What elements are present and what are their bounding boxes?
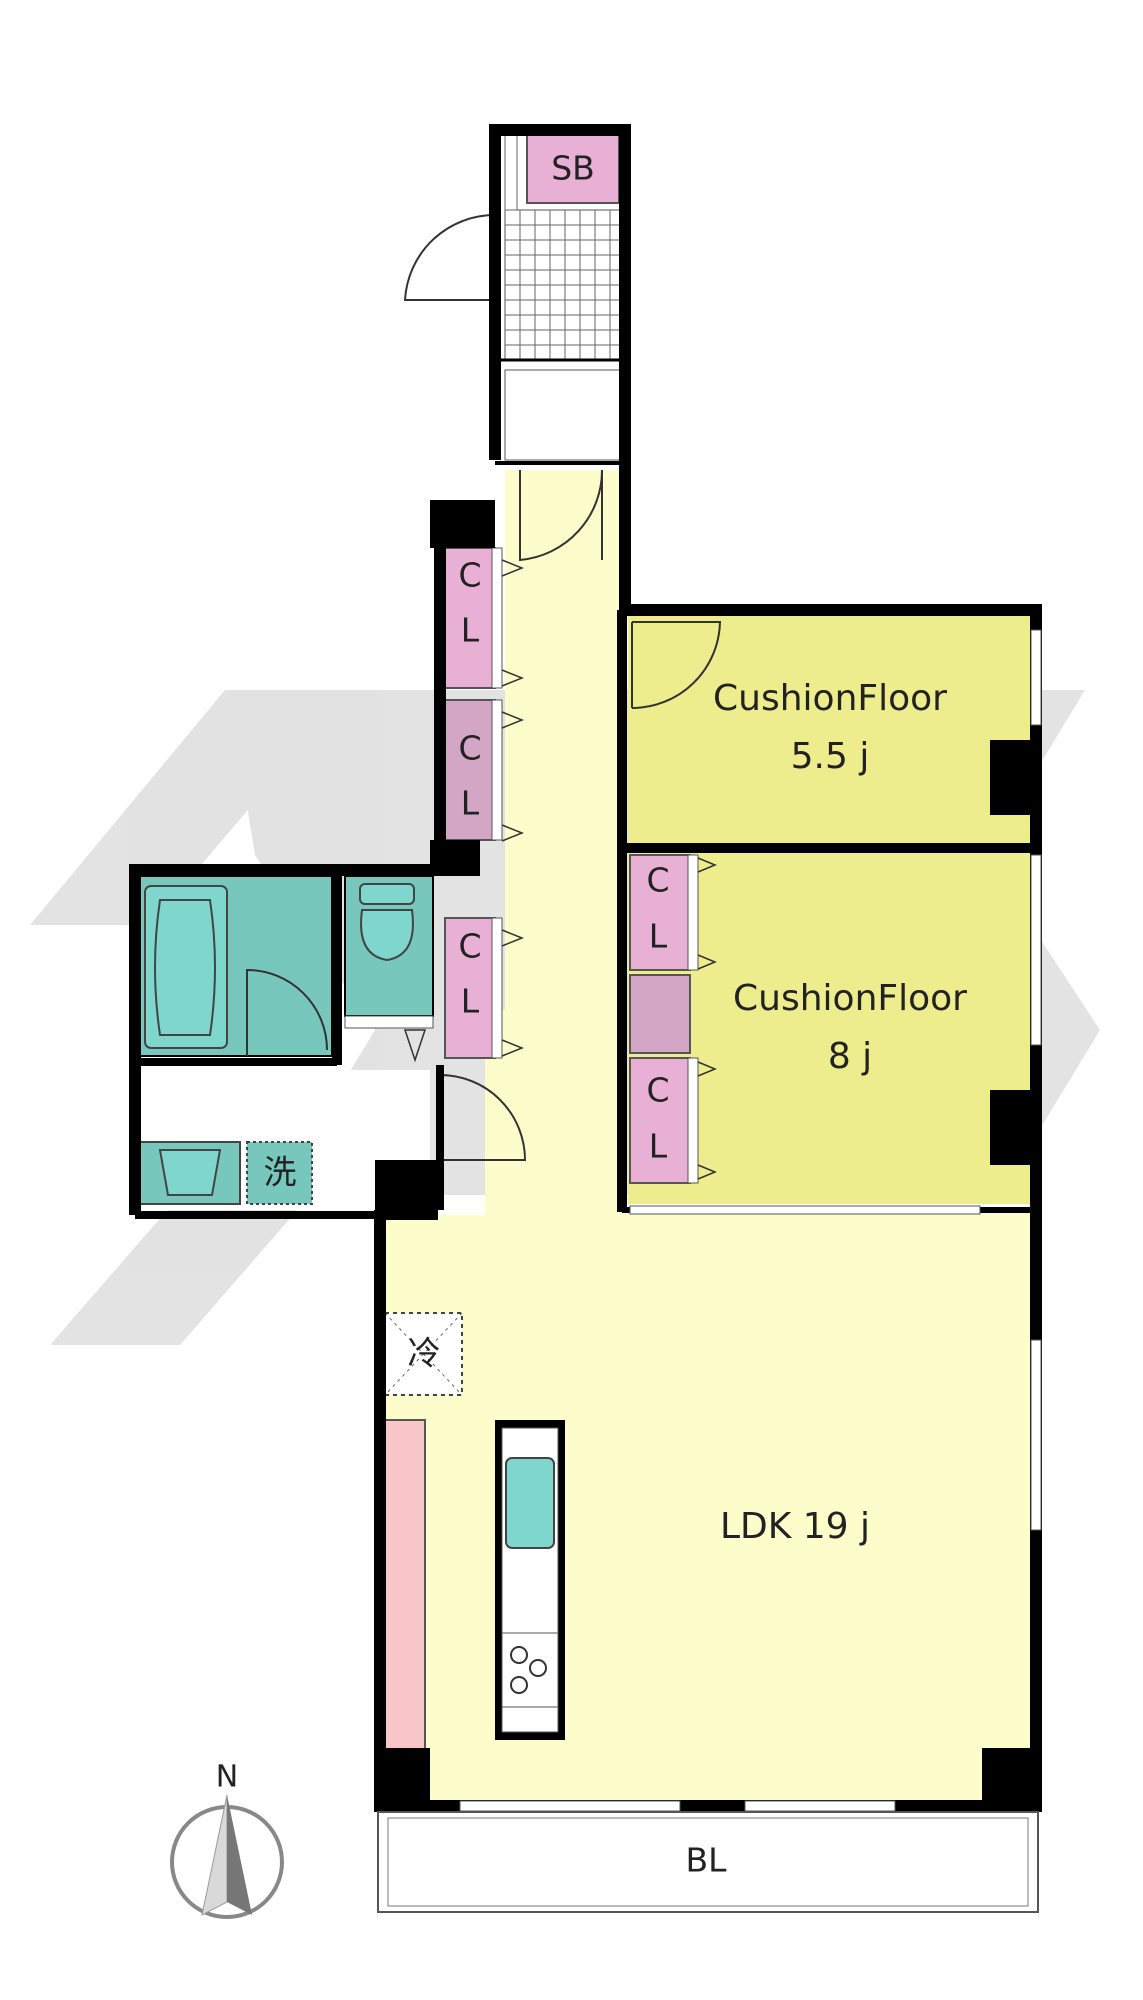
closet-2-c: C [458,729,481,768]
room-5-5-size: 5.5 j [791,736,870,777]
closet-4-c: C [646,861,669,900]
compass-north-icon: N [170,1760,284,1919]
room-5-5-name: CushionFloor [713,678,947,719]
closet-1-l: L [461,611,480,650]
room-ldk [385,1212,1030,1800]
balcony [377,1811,1039,1913]
closet-5-l: L [649,1127,668,1166]
compass-north-label: N [216,1760,238,1795]
washer-space [246,1141,313,1205]
ldk-label: LDK 19 j [720,1506,870,1547]
closet-5-c: C [646,1071,669,1110]
kitchen-island [495,1420,565,1740]
entrance-tile [504,134,621,361]
room-8-name: CushionFloor [733,978,967,1019]
storage-counter [384,1419,426,1751]
entrance-step [504,369,621,461]
fridge-label: 冷 [408,1334,441,1373]
balcony-rail [387,1817,1029,1907]
corridor-door-swing-icon [519,469,604,562]
room-8-size: 8 j [828,1036,872,1077]
room-5-5-door-swing-icon [631,621,722,709]
closet-3-l: L [461,982,480,1021]
pillars [375,500,1036,1806]
closet-2-l: L [461,784,480,823]
washroom-door-swing-icon [439,1074,527,1161]
corridor-closets [444,547,525,1059]
corridor [505,470,620,1215]
toilet-door-arrow-icon [403,1029,427,1063]
bathtub-icon [144,885,228,1049]
sink-icon [505,1457,555,1549]
room-8-closets [629,854,717,1184]
fridge-diagonals [384,1312,463,1396]
room-cushionfloor-5-5 [628,616,1030,844]
balcony-label: BL [685,1841,727,1880]
basin-bowl-icon [158,1149,222,1196]
closet-4-l: L [649,917,668,956]
toilet-door [344,1015,434,1029]
label-sb: SB [551,149,595,188]
closet-3-c: C [458,927,481,966]
bath-door-swing-icon [246,968,328,1056]
closet-1-c: C [458,556,481,595]
windows-right [1030,629,1042,1531]
toilet-icon [359,883,415,962]
washer-label: 洗 [264,1153,297,1192]
entrance-door-swing-icon [403,213,496,301]
